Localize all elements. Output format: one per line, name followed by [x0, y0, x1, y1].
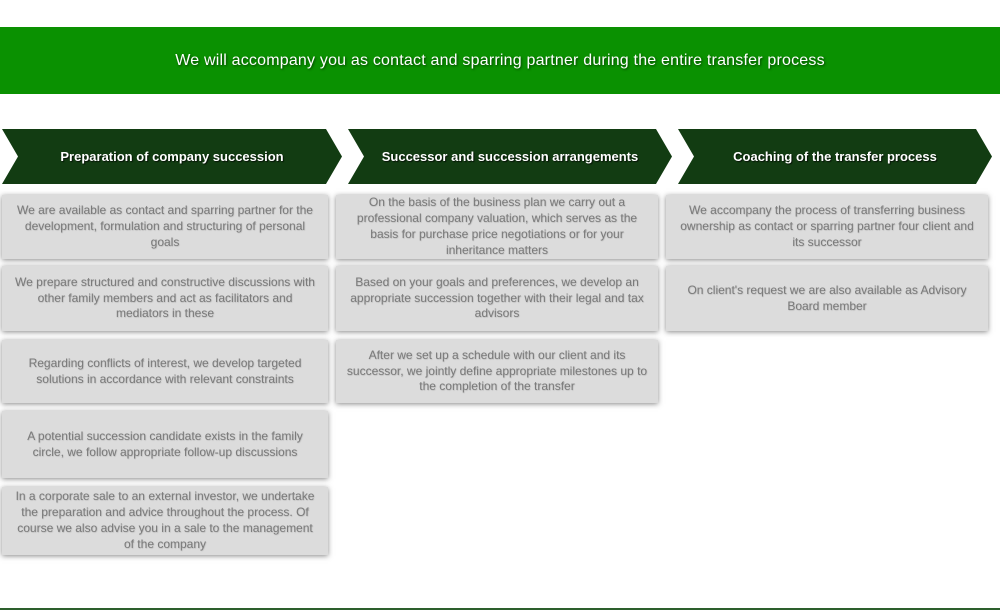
info-box-preparation-5: In a corporate sale to an external inves…	[2, 487, 328, 555]
info-box-text: Regarding conflicts of interest, we deve…	[28, 355, 302, 386]
step-header-label: Coaching of the transfer process	[733, 149, 937, 164]
info-box-text: In a corporate sale to an external inves…	[15, 489, 315, 551]
step-header-preparation: Preparation of company succession	[2, 129, 342, 184]
info-box-successor-1: On the basis of the business plan we car…	[336, 195, 658, 259]
info-box-text: On the basis of the business plan we car…	[356, 195, 638, 257]
info-box-text: After we set up a schedule with our clie…	[346, 347, 648, 394]
info-box-text: We are available as contact and sparring…	[17, 203, 313, 249]
info-box-successor-2: Based on your goals and preferences, we …	[336, 266, 658, 331]
title-banner: We will accompany you as contact and spa…	[0, 27, 1000, 94]
info-box-text: We prepare structured and constructive d…	[15, 274, 315, 321]
step-header-label: Preparation of company succession	[60, 149, 284, 164]
info-box-text: On client's request we are also availabl…	[687, 282, 967, 313]
info-box-coaching-1: We accompany the process of transferring…	[666, 195, 988, 259]
banner-title: We will accompany you as contact and spa…	[175, 51, 825, 69]
step-header-successor: Successor and succession arrangements	[348, 129, 672, 184]
info-box-coaching-2: On client's request we are also availabl…	[666, 266, 988, 331]
info-box-text: A potential succession candidate exists …	[27, 428, 303, 459]
info-box-preparation-1: We are available as contact and sparring…	[2, 195, 328, 259]
info-box-preparation-3: Regarding conflicts of interest, we deve…	[2, 340, 328, 403]
info-box-successor-3: After we set up a schedule with our clie…	[336, 340, 658, 403]
info-box-preparation-4: A potential succession candidate exists …	[2, 411, 328, 478]
footer-divider	[0, 608, 1000, 610]
info-box-text: Based on your goals and preferences, we …	[350, 274, 644, 321]
step-header-coaching: Coaching of the transfer process	[678, 129, 992, 184]
info-box-text: We accompany the process of transferring…	[680, 203, 974, 249]
info-box-preparation-2: We prepare structured and constructive d…	[2, 266, 328, 331]
step-header-label: Successor and succession arrangements	[381, 149, 639, 164]
